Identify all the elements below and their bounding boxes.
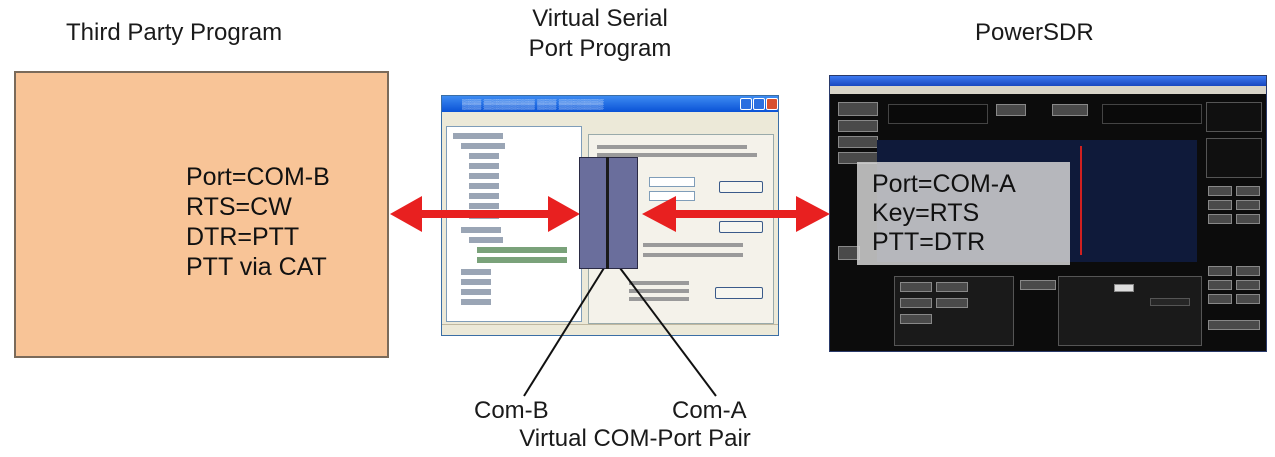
third-party-settings: Port=COM-B RTS=CW DTR=PTT PTT via CAT (186, 162, 330, 282)
third-party-rts: RTS=CW (186, 193, 292, 221)
virtual-serial-title-line2: Port Program (528, 35, 672, 62)
port-a-select (649, 177, 695, 187)
right-double-arrow (642, 196, 830, 232)
powersdr-ptt: PTT=DTR (872, 228, 986, 256)
com-a-pointer (619, 267, 717, 397)
com-pair-caption: Virtual COM-Port Pair (519, 425, 751, 452)
minimize-icon (740, 98, 752, 110)
virtual-serial-title-line1: Virtual Serial (532, 5, 668, 32)
virtual-serial-title: Virtual Serial Port Program (470, 4, 730, 64)
powersdr-settings-box (857, 162, 1070, 265)
com-port-pair-divider (606, 157, 609, 269)
third-party-dtr: DTR=PTT (186, 223, 300, 251)
powersdr-settings: Port=COM-A Key=RTS PTT=DTR (872, 170, 1016, 257)
left-double-arrow (390, 196, 580, 232)
vsp-title-text: ▒▒▒ ▒▒▒▒▒▒▒▒ ▒▒▒ ▒▒▒▒▒▒▒ (462, 99, 604, 109)
com-b-label: Com-B (474, 397, 549, 424)
vsp-menubar (442, 112, 778, 124)
add-pair-button (719, 181, 763, 193)
com-b-pointer (523, 267, 605, 397)
maximize-icon (753, 98, 765, 110)
third-party-port: Port=COM-B (186, 163, 330, 191)
delete-pair-button (719, 221, 763, 233)
vsp-titlebar: ▒▒▒ ▒▒▒▒▒▒▒▒ ▒▒▒ ▒▒▒▒▒▒▒ (442, 96, 778, 112)
third-party-box (14, 71, 389, 358)
third-party-title: Third Party Program (66, 19, 283, 46)
powersdr-menubar (830, 86, 1266, 94)
powersdr-titlebar (830, 76, 1266, 86)
close-icon (766, 98, 778, 110)
com-a-label: Com-A (672, 397, 747, 424)
close-button (715, 287, 763, 299)
powersdr-title: PowerSDR (975, 19, 1094, 46)
vsp-statusbar (442, 324, 778, 335)
powersdr-port: Port=COM-A (872, 170, 1016, 198)
powersdr-key: Key=RTS (872, 199, 980, 227)
third-party-ptt: PTT via CAT (186, 253, 327, 281)
